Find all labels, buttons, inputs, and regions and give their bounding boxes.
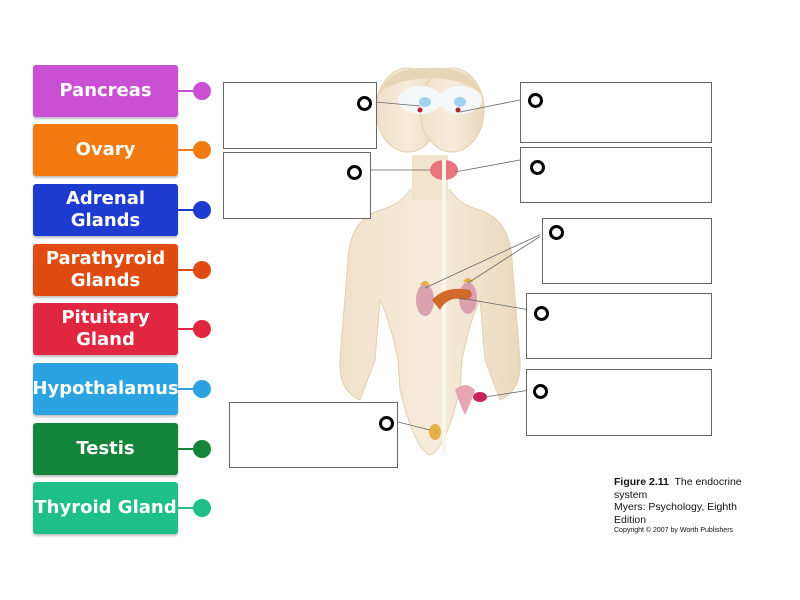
drop-box-thyroid[interactable] — [223, 152, 371, 219]
label-tile-adrenal-glands[interactable]: Adrenal Glands — [33, 184, 178, 236]
drop-box-adrenal[interactable] — [542, 218, 712, 284]
label-tile-ovary[interactable]: Ovary — [33, 124, 178, 176]
label-tile-text: Pituitary Gland — [61, 307, 150, 350]
drop-box-ovary[interactable] — [526, 369, 712, 436]
label-tile-text: Hypothalamus — [32, 378, 179, 399]
drop-target-pin — [534, 306, 549, 321]
drop-target-pin — [530, 160, 545, 175]
label-connector — [177, 90, 203, 92]
label-tile-text: Ovary — [75, 139, 136, 160]
label-handle-dot[interactable] — [193, 320, 211, 338]
label-connector — [177, 448, 203, 450]
label-handle-dot[interactable] — [193, 82, 211, 100]
label-tile-thyroid-gland[interactable]: Thyroid Gland — [33, 482, 178, 534]
drop-box-parathyroid[interactable] — [520, 147, 712, 203]
label-handle-dot[interactable] — [193, 380, 211, 398]
label-handle-dot[interactable] — [193, 499, 211, 517]
label-connector — [177, 328, 203, 330]
drop-box-pituitary[interactable] — [520, 82, 712, 143]
label-connector — [177, 149, 203, 151]
caption-copyright: Copyright © 2007 by Worth Publishers — [614, 527, 734, 534]
drop-target-pin — [357, 96, 372, 111]
drop-target-pin — [379, 416, 394, 431]
drop-target-pin — [528, 93, 543, 108]
label-tile-hypothalamus[interactable]: Hypothalamus — [32, 363, 179, 415]
label-handle-dot[interactable] — [193, 201, 211, 219]
label-handle-dot[interactable] — [193, 440, 211, 458]
label-tile-testis[interactable]: Testis — [33, 423, 178, 475]
label-tile-text: Parathyroid Glands — [45, 248, 166, 291]
label-connector — [177, 209, 203, 211]
label-tile-text: Testis — [76, 438, 135, 459]
caption-title: The endocrine system — [614, 476, 742, 501]
label-tile-parathyroid-glands[interactable]: Parathyroid Glands — [33, 244, 178, 296]
endocrine-body-illustration — [339, 67, 540, 456]
drop-target-pin — [533, 384, 548, 399]
figure-caption: Figure 2.11 The endocrine system Myers: … — [614, 476, 764, 535]
label-connector — [177, 269, 203, 271]
drop-box-pancreas[interactable] — [526, 293, 712, 359]
label-tile-pituitary-gland[interactable]: Pituitary Gland — [33, 303, 178, 355]
label-tile-pancreas[interactable]: Pancreas — [33, 65, 178, 117]
label-tile-text: Adrenal Glands — [65, 188, 146, 231]
label-tile-text: Thyroid Gland — [34, 497, 177, 518]
label-connector — [177, 388, 203, 390]
drop-box-testis[interactable] — [229, 402, 398, 468]
label-handle-dot[interactable] — [193, 261, 211, 279]
label-tile-text: Pancreas — [59, 80, 152, 101]
drop-box-hypothalamus[interactable] — [223, 82, 377, 149]
label-handle-dot[interactable] — [193, 141, 211, 159]
drop-target-pin — [347, 165, 362, 180]
label-connector — [177, 507, 203, 509]
drop-target-pin — [549, 225, 564, 240]
caption-figure-number: Figure 2.11 — [614, 476, 669, 488]
caption-source: Myers: Psychology, Eighth Edition — [614, 501, 737, 526]
